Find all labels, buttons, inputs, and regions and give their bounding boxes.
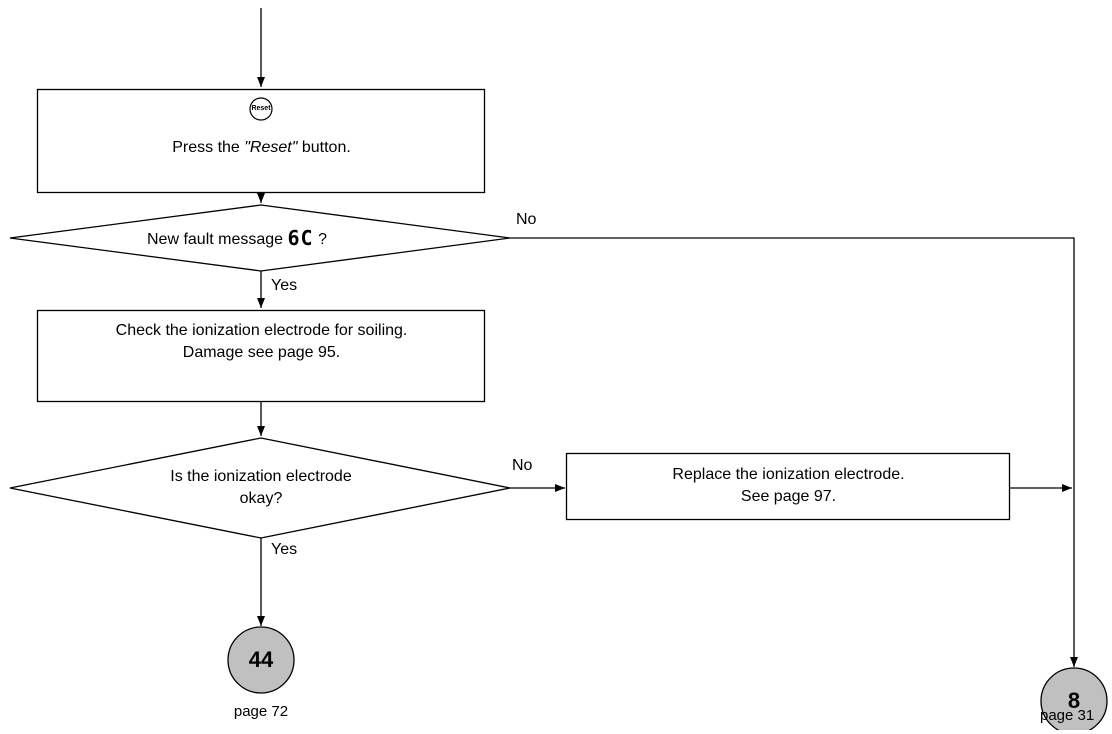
fault-no-label: No	[516, 211, 537, 228]
reset-button-icon-label: Reset	[251, 105, 271, 112]
electrode-no-label: No	[512, 457, 533, 474]
electrode-decision-diamond	[9, 437, 511, 539]
reset-text-suffix: button.	[297, 139, 351, 156]
connector-44-page-ref: page 72	[233, 703, 289, 720]
fault-yes-label: Yes	[271, 277, 298, 294]
no-branch-line-right	[510, 237, 1078, 667]
fault-code-display: 6C	[287, 226, 314, 250]
connector-8-page-ref: page 31	[1040, 707, 1095, 724]
reset-button-icon-circle	[249, 97, 273, 121]
fault-decision-text: New fault message 6C ?	[147, 228, 327, 250]
replace-step-line2: See page 97.	[740, 488, 837, 505]
reset-text-emphasis: "Reset"	[244, 139, 298, 156]
replace-step-line1: Replace the ionization electrode.	[672, 466, 905, 483]
reset-text-prefix: Press the	[172, 139, 245, 156]
connector-44-circle	[227, 626, 295, 694]
connector-8-circle	[1040, 667, 1108, 730]
reset-step-text: Press the "Reset" button.	[38, 138, 485, 158]
check-step-box	[36, 309, 486, 403]
replace-step-box	[565, 452, 1011, 521]
check-step-line1: Check the ionization electrode for soili…	[115, 322, 408, 339]
reset-button-icon: Reset	[250, 98, 272, 120]
electrode-question-line1: Is the ionization electrode	[170, 468, 352, 485]
electrode-yes-label: Yes	[271, 541, 298, 558]
electrode-question-line2: okay?	[239, 490, 283, 507]
fault-question-text: New fault message	[147, 231, 284, 248]
fault-question-mark: ?	[318, 231, 327, 248]
check-step-line2: Damage see page 95.	[182, 344, 341, 361]
connector-44-number: 44	[248, 647, 274, 672]
connector-8-number: 8	[1067, 688, 1081, 713]
